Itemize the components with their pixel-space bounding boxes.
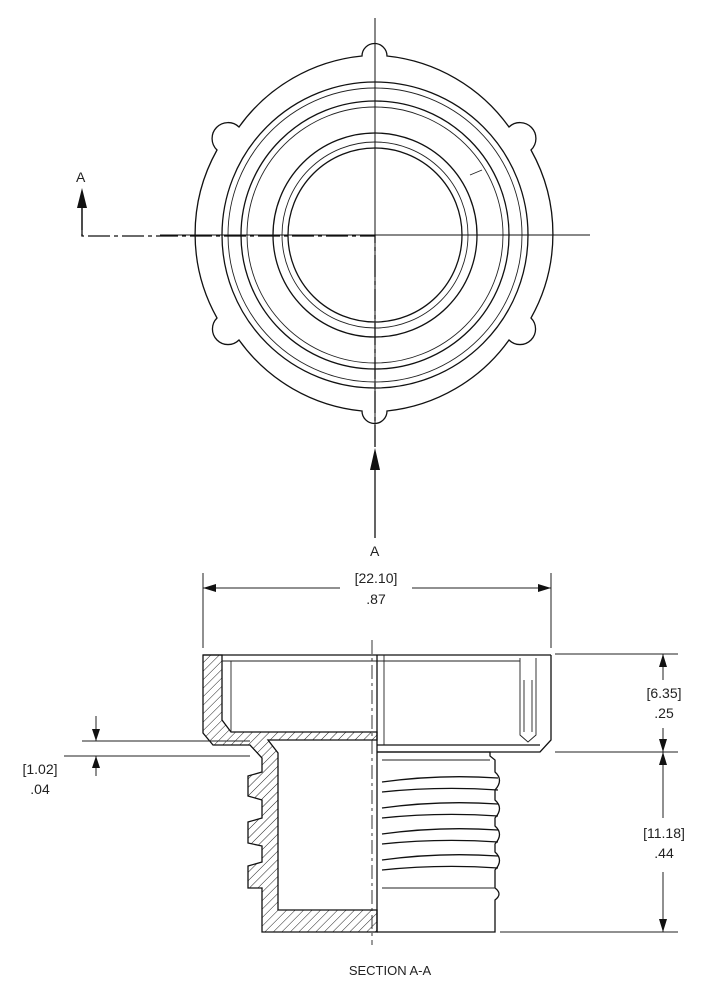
dimension-flange-height: [6.35] .25 <box>555 653 682 753</box>
section-hatched-wall <box>202 654 378 933</box>
dim-wall-mm: [1.02] <box>22 761 57 777</box>
thread-body-outline <box>377 751 501 933</box>
dim-thread-inch: .44 <box>654 845 674 861</box>
section-arrow-top <box>77 188 87 208</box>
dim-width-inch: .87 <box>366 591 386 607</box>
flange-rib <box>519 658 537 743</box>
dim-wall-inch: .04 <box>30 781 50 797</box>
flange-right-outline <box>377 655 552 753</box>
thread-crests <box>381 776 499 871</box>
dimension-thread-length: [11.18] .44 <box>500 752 685 933</box>
dim-thread-mm: [11.18] <box>643 825 685 841</box>
centerline-tick <box>469 169 483 176</box>
section-arrow-bottom <box>370 448 380 470</box>
section-caption: SECTION A-A <box>349 963 432 978</box>
dim-width-mm: [22.10] <box>355 570 398 586</box>
section-label-bottom: A <box>370 543 380 559</box>
outer-lobed-outline <box>194 42 554 425</box>
dim-flange-inch: .25 <box>654 705 674 721</box>
dim-flange-mm: [6.35] <box>646 685 681 701</box>
section-view <box>202 640 552 945</box>
dimension-wall-thickness: [1.02] .04 <box>22 716 250 797</box>
dimension-overall-width: [22.10] .87 <box>202 570 552 648</box>
section-label-top: A <box>76 169 86 185</box>
top-view: A A <box>76 18 590 559</box>
